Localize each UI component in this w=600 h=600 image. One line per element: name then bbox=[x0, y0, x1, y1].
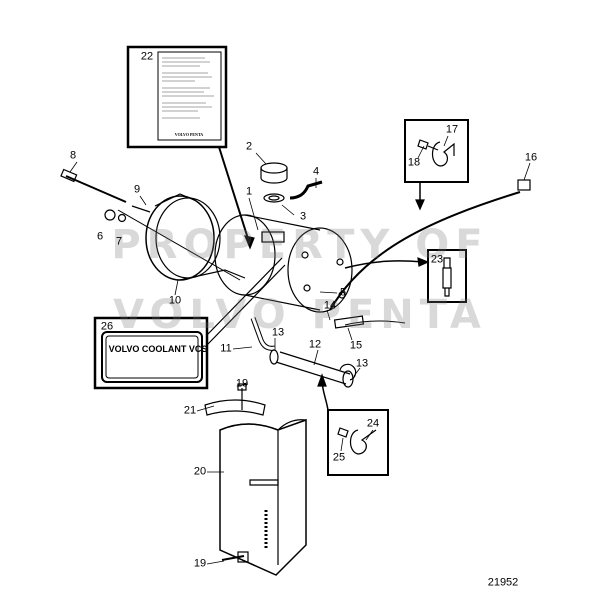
callout-18: 18 bbox=[407, 156, 421, 169]
callout-8: 8 bbox=[69, 149, 77, 162]
callout-1: 1 bbox=[245, 185, 253, 198]
callout-15: 15 bbox=[349, 339, 363, 352]
svg-text:VOLVO PENTA: VOLVO PENTA bbox=[175, 132, 204, 137]
callout-5: 5 bbox=[339, 286, 347, 299]
callout-6: 6 bbox=[96, 230, 104, 243]
decal-box bbox=[93, 316, 209, 390]
instruction-text-lines bbox=[162, 57, 214, 119]
callout-11: 11 bbox=[220, 342, 232, 355]
callout-17: 17 bbox=[445, 123, 459, 136]
callout-9: 9 bbox=[133, 183, 141, 196]
callout-13a: 13 bbox=[271, 326, 285, 339]
callout-19b: 19 bbox=[193, 557, 207, 570]
callout-23: 23 bbox=[430, 253, 444, 266]
watermark-line-2: VOLVO PENTA bbox=[113, 292, 487, 338]
callout-13b: 13 bbox=[355, 357, 369, 370]
callout-24: 24 bbox=[366, 417, 380, 430]
watermark-line-1: PROPERTY OF bbox=[111, 222, 489, 268]
callout-25: 25 bbox=[332, 451, 346, 464]
callout-2: 2 bbox=[245, 140, 253, 153]
callout-12: 12 bbox=[308, 338, 322, 351]
callout-22: 22 bbox=[140, 50, 154, 63]
callout-10: 10 bbox=[168, 294, 182, 307]
decal-label-text: VOLVO COOLANT VCS bbox=[108, 344, 208, 354]
callout-3: 3 bbox=[299, 210, 307, 223]
callout-19a: 19 bbox=[235, 377, 249, 390]
callout-4: 4 bbox=[312, 165, 320, 178]
callout-20: 20 bbox=[193, 465, 207, 478]
instruction-sheet-box bbox=[126, 45, 228, 149]
callout-7: 7 bbox=[115, 235, 123, 248]
instruction-sheet bbox=[157, 51, 222, 141]
drawing-number: 21952 bbox=[487, 576, 519, 589]
callout-21: 21 bbox=[183, 404, 197, 417]
callout-16: 16 bbox=[524, 151, 538, 164]
callout-26: 26 bbox=[100, 320, 114, 333]
callout-14: 14 bbox=[323, 299, 337, 312]
